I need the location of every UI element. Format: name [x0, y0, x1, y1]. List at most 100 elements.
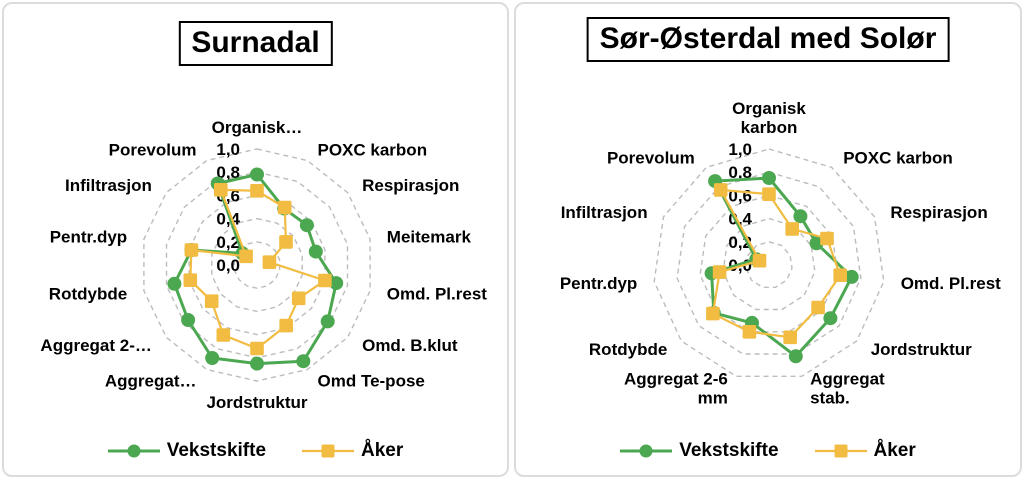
legend-circle-marker: [639, 444, 653, 458]
data-point-circle: [788, 349, 803, 364]
axis-tick-label: 0,8: [216, 163, 240, 182]
grid-ring: [653, 148, 885, 377]
axis-tick-label: 0,8: [728, 163, 752, 182]
data-point-circle: [181, 313, 196, 327]
legend-item-aker: Åker: [814, 440, 916, 462]
series-line-vekstskifte: [172, 173, 338, 366]
category-label: Respirasjon: [890, 203, 987, 222]
category-label: Pentr.dyp: [560, 274, 637, 293]
category-label: POXC karbon: [318, 141, 428, 160]
grid-ring: [143, 148, 371, 382]
category-label: Porevolum: [109, 141, 197, 160]
grid-ring: [211, 217, 303, 313]
data-point-square: [752, 253, 767, 268]
axis-tick-label: 0,6: [728, 186, 752, 205]
legend-label: Åker: [361, 440, 404, 461]
category-label: Pentr.dyp: [50, 228, 127, 247]
data-point-square: [712, 265, 727, 279]
category-label: Jordstruktur: [871, 340, 972, 359]
aker-line-square-icon: [814, 444, 867, 458]
data-point-circle: [823, 311, 838, 326]
chart-title-text: Surnadal: [191, 26, 320, 59]
legend-label: Vekstskifte: [166, 440, 267, 461]
axis-tick-label: 1,0: [728, 140, 752, 159]
data-point-square: [262, 255, 277, 269]
data-point-circle: [205, 351, 220, 365]
data-point-circle: [320, 314, 335, 329]
legend-square-marker: [834, 444, 848, 458]
category-label: Rotdybde: [49, 285, 127, 304]
data-point-square: [291, 291, 306, 306]
data-point-square: [713, 183, 728, 197]
legend-circle-marker: [127, 444, 141, 458]
category-label: stab.: [810, 388, 850, 407]
data-point-square: [216, 328, 231, 342]
data-point-square: [762, 187, 776, 201]
legend-square-marker: [321, 444, 335, 458]
legend: Vekstskifte Åker: [516, 440, 1020, 462]
series-line-åker: [189, 188, 326, 350]
category-label: Omd. Pl.rest: [901, 274, 1001, 293]
chart-title: Sør-Østerdal med Solør: [586, 17, 950, 62]
data-point-circle: [308, 244, 323, 259]
category-label: Infiltrasjon: [561, 203, 648, 222]
data-point-square: [239, 249, 253, 264]
vekstskifte-line-circle-icon: [107, 444, 160, 458]
data-point-circle: [250, 167, 264, 182]
category-label: Omd Te-pose: [318, 371, 425, 390]
legend: Vekstskifte Åker: [4, 440, 507, 462]
legend-item-vekstskifte: Vekstskifte: [620, 440, 779, 462]
data-point-square: [833, 268, 847, 282]
category-label: Porevolum: [607, 148, 695, 167]
chart-title: Surnadal: [178, 21, 333, 66]
grid-ring: [188, 194, 326, 336]
data-point-square: [279, 235, 293, 249]
category-label: POXC karbon: [843, 148, 953, 167]
data-point-circle: [844, 269, 859, 284]
category-label: karbon: [741, 118, 798, 137]
axis-tick-label: 0,2: [216, 233, 240, 252]
category-label: Jordstruktur: [206, 393, 307, 412]
data-point-square: [204, 294, 219, 308]
category-label: mm: [698, 388, 728, 407]
category-label: Aggregat: [810, 369, 885, 388]
category-label: Omd. Pl.rest: [387, 285, 487, 304]
category-label: Aggregat 2-…: [40, 336, 151, 355]
data-point-circle: [167, 276, 182, 291]
data-point-square: [706, 306, 720, 321]
data-point-square: [811, 300, 825, 315]
category-label: Omd. B.klut: [362, 336, 458, 355]
grid-ring: [745, 241, 793, 288]
legend-item-vekstskifte: Vekstskifte: [107, 440, 267, 462]
axis-tick-label: 1,0: [216, 140, 240, 159]
data-point-square: [184, 243, 199, 257]
data-point-circle: [793, 209, 808, 224]
category-label: Aggregat 2-6: [624, 369, 728, 388]
category-label: Infiltrasjon: [65, 176, 152, 195]
axis-tick-label: 0,0: [216, 256, 240, 275]
legend-label: Åker: [873, 440, 916, 461]
category-label: Organisk…: [212, 118, 303, 137]
data-point-square: [214, 183, 228, 197]
category-label: Organisk: [732, 99, 806, 118]
data-point-square: [820, 231, 834, 246]
data-point-square: [183, 273, 198, 287]
aker-line-square-icon: [302, 444, 355, 458]
category-label: Rotdybde: [589, 340, 667, 359]
data-point-square: [785, 222, 799, 236]
data-point-circle: [329, 276, 344, 291]
data-point-circle: [762, 171, 776, 185]
legend-item-aker: Åker: [302, 440, 403, 462]
legend-label: Vekstskifte: [679, 440, 779, 461]
category-label: Meitemark: [387, 228, 472, 247]
data-point-circle: [809, 236, 824, 251]
grid-ring: [722, 217, 816, 311]
data-point-square: [742, 325, 757, 339]
data-point-square: [250, 184, 264, 198]
category-label: Respirasjon: [362, 176, 459, 195]
data-point-square: [318, 273, 332, 288]
